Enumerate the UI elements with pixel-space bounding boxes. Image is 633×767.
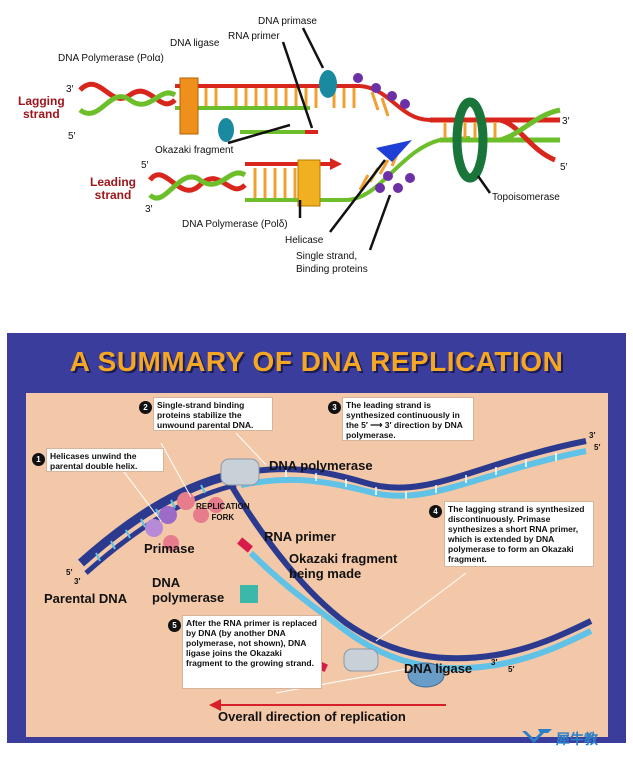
prime-right-5: 5′	[560, 162, 568, 173]
dna-pol-alpha-label: DNA Polymerase (Polα)	[58, 53, 164, 64]
topoisomerase-label: Topoisomerase	[492, 192, 560, 203]
lagging-new	[248, 550, 593, 672]
leading-strand-label: Leading strand	[90, 175, 137, 202]
dna-pol-alpha-shape	[179, 77, 199, 135]
leading-template-strand	[245, 136, 471, 202]
lagging-rungs	[194, 88, 356, 108]
note-2: Single-strand binding proteins stabilize…	[153, 397, 273, 431]
dna-polymerase-top-label: DNA polymerase	[269, 458, 373, 473]
prime-bottom-3: 3′	[491, 658, 498, 667]
dna-pol-delta-shape	[297, 159, 321, 207]
prime-top-5: 5′	[594, 443, 601, 452]
prime-lagging-3: 3′	[66, 84, 74, 95]
lagging-helix	[78, 81, 177, 116]
overall-direction-arrowhead	[209, 699, 221, 711]
note-3: The leading strand is synthesized contin…	[342, 397, 474, 441]
leading-helix	[148, 170, 247, 201]
okazaki-label-bottom: Okazaki fragment being made	[289, 551, 398, 581]
leading-new	[240, 448, 587, 499]
summary-leader-lines	[120, 432, 467, 694]
leading-ticks	[285, 453, 557, 499]
lagging-template-curve	[359, 84, 470, 122]
dna-ligase-shape-bottom	[407, 662, 445, 688]
prime-left-5: 5′	[66, 568, 73, 577]
parental-rungs	[443, 122, 497, 138]
summary-illustration-area: 1 Helicases unwind the parental double h…	[26, 393, 608, 737]
dna-ligase-label-bottom: DNA ligase	[404, 661, 473, 676]
watermark-logo-icon	[522, 729, 552, 743]
note-1: Helicases unwind the parental double hel…	[46, 448, 164, 472]
leader-lines	[227, 27, 492, 251]
prime-lagging-5: 5′	[68, 131, 76, 142]
prime-left-3: 3′	[74, 577, 81, 586]
prime-top-3: 3′	[589, 431, 596, 440]
overall-direction-label: Overall direction of replication	[218, 709, 406, 724]
okazaki-fragment-label: Okazaki fragment	[155, 145, 234, 156]
rna-primer-label-bottom: RNA primer	[264, 529, 336, 544]
dna-ligase-label: DNA ligase	[170, 38, 220, 49]
dna-pol-delta-label: DNA Polymerase (Polδ)	[182, 219, 288, 230]
prime-leading-3: 3′	[145, 204, 153, 215]
watermark: 犀牛教	[520, 727, 630, 749]
parental-dna-label: Parental DNA	[44, 591, 128, 606]
prime-leading-5: 5′	[141, 160, 149, 171]
prime-bottom-5: 5′	[508, 665, 515, 674]
ssb-proteins	[353, 73, 415, 193]
leading-rungs	[253, 168, 297, 198]
badge-1: 1	[32, 453, 45, 466]
note-4: The lagging strand is synthesized discon…	[444, 501, 594, 567]
note-5: After the RNA primer is replaced by DNA …	[182, 615, 322, 689]
summary-dna-illustration	[78, 432, 593, 711]
summary-title: A SUMMARY OF DNA REPLICATION	[69, 346, 564, 377]
dna-polymerase-bottom-shape	[343, 648, 379, 672]
primase-shape	[240, 585, 258, 603]
dna-polymerase-top-shape	[220, 458, 260, 486]
lagging-template	[228, 483, 593, 662]
leading-arrowhead	[330, 158, 342, 170]
badge-3: 3	[328, 401, 341, 414]
badge-5: 5	[168, 619, 181, 632]
watermark-text: 犀牛教	[556, 731, 598, 747]
dna-primase-label: DNA primase	[258, 16, 317, 27]
parental-dna-strand-2	[84, 482, 237, 575]
summary-panel: A SUMMARY OF DNA REPLICATION	[7, 333, 626, 743]
ssb-protein-cluster	[145, 492, 224, 551]
primase-label: Primase	[144, 541, 195, 556]
badge-2: 2	[139, 401, 152, 414]
dna-polymerase-bottom-label: DNA polymerase	[152, 575, 225, 605]
replication-fork-diagram	[78, 27, 561, 251]
helicase-label: Helicase	[285, 235, 324, 246]
replication-fork-label: REPLICATION FORK	[196, 502, 250, 522]
badge-4: 4	[429, 505, 442, 518]
dna-ligase-shape	[218, 118, 234, 142]
ssb-label: Single strand, Binding proteins	[296, 251, 368, 275]
lagging-strand-label: Lagging strand	[18, 94, 65, 121]
rna-primer-label: RNA primer	[228, 31, 280, 42]
topoisomerase-ring	[452, 97, 488, 183]
rna-primer-block-2	[237, 537, 253, 553]
helicase-shape	[376, 140, 412, 162]
prime-right-3: 3′	[562, 116, 570, 127]
dna-primase-shape	[319, 70, 337, 98]
